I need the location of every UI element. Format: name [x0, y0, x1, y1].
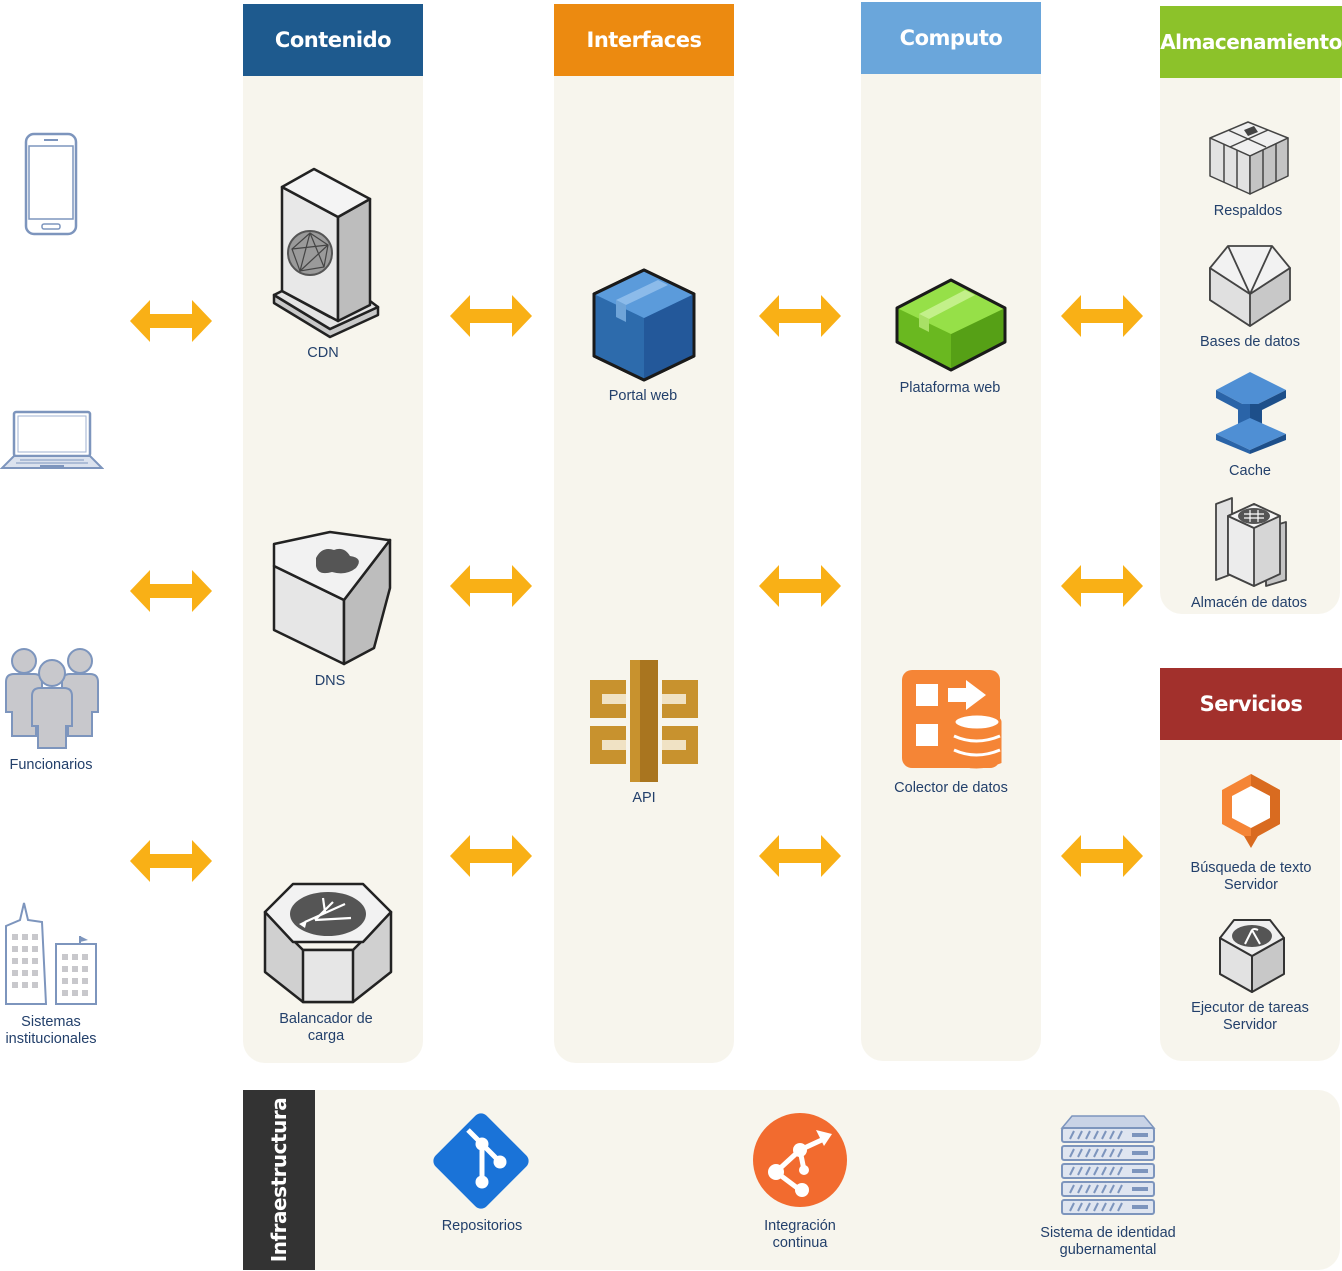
ejecutor-label: Ejecutor de tareas Servidor: [1191, 1000, 1309, 1033]
database-icon: [1209, 245, 1291, 327]
double-arrow-icon: [759, 834, 841, 878]
bases-label: Bases de datos: [1200, 334, 1300, 350]
cdn-label: CDN: [307, 345, 339, 361]
plataforma-label: Plataforma web: [899, 380, 1001, 396]
buildings-icon: [5, 902, 97, 1005]
double-arrow-icon: [450, 564, 532, 608]
load-balancer-icon: [263, 882, 393, 1004]
colector-label: Colector de datos: [894, 780, 1008, 796]
double-arrow-icon: [1061, 564, 1143, 608]
computo-column: [861, 2, 1041, 1061]
api-gateway-icon: [590, 660, 698, 782]
users-icon: [5, 648, 99, 749]
contenido-header: Contenido: [243, 4, 423, 76]
mobile-phone-icon: [24, 132, 78, 236]
interfaces-column: [554, 4, 734, 1063]
double-arrow-icon: [450, 834, 532, 878]
double-arrow-icon: [130, 569, 212, 613]
cache-label: Cache: [1229, 463, 1271, 479]
cache-icon: [1216, 372, 1286, 454]
funcionarios-label: Funcionarios: [9, 757, 93, 773]
api-label: API: [632, 790, 656, 806]
dns-label: DNS: [314, 673, 346, 689]
laptop-icon: [0, 410, 104, 469]
dns-icon: [272, 530, 392, 666]
double-arrow-icon: [130, 839, 212, 883]
sistemas-label: Sistemas institucionales: [5, 1014, 97, 1047]
servicios-header: Servicios: [1160, 668, 1342, 740]
portal-label: Portal web: [608, 388, 678, 404]
backup-icon: [1209, 121, 1289, 195]
data-warehouse-icon: [1215, 497, 1287, 587]
green-box-icon: [895, 278, 1007, 372]
computo-header: Computo: [861, 2, 1041, 74]
integracion-label: Integración continua: [764, 1218, 836, 1251]
busqueda-label: Búsqueda de texto Servidor: [1190, 860, 1312, 893]
server-rack-icon: [1060, 1115, 1156, 1215]
double-arrow-icon: [1061, 834, 1143, 878]
repositorios-label: Repositorios: [441, 1218, 523, 1234]
almacen-label: Almacén de datos: [1190, 595, 1308, 611]
blue-box-icon: [592, 268, 696, 382]
infraestructura-title: Infraestructura: [267, 1097, 291, 1263]
balancador-label: Balancador de carga: [279, 1011, 373, 1044]
git-icon: [433, 1113, 529, 1209]
cdn-server-icon: [272, 167, 380, 339]
respaldos-label: Respaldos: [1213, 203, 1283, 219]
identidad-label: Sistema de identidad gubernamental: [1040, 1225, 1176, 1258]
double-arrow-icon: [759, 564, 841, 608]
search-server-icon: [1222, 774, 1280, 848]
infraestructura-header: Infraestructura: [243, 1090, 315, 1270]
double-arrow-icon: [130, 299, 212, 343]
data-collector-icon: [902, 670, 1002, 769]
almacenamiento-header: Almacenamiento: [1160, 6, 1342, 78]
ci-icon: [753, 1113, 847, 1207]
interfaces-header: Interfaces: [554, 4, 734, 76]
double-arrow-icon: [450, 294, 532, 338]
double-arrow-icon: [1061, 294, 1143, 338]
task-runner-icon: [1219, 919, 1285, 993]
double-arrow-icon: [759, 294, 841, 338]
